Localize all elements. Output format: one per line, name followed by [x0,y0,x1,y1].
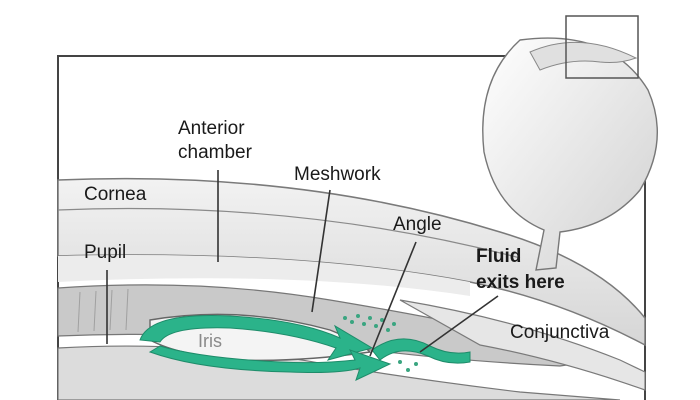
label-pupil: Pupil [84,242,127,263]
fluid-flow-lower [148,345,392,381]
label-angle: Angle [393,214,442,235]
label-fluid-exit-line1: Fluid [476,246,522,267]
label-fluid-exit-line2: exits here [476,272,565,293]
pointer-angle [369,241,417,357]
pointer-fluid-exit [419,295,499,353]
label-conjunctiva: Conjunctiva [510,322,610,343]
label-iris: Iris [198,331,222,351]
cornea-inner-line [57,207,521,259]
label-cornea: Cornea [84,184,147,205]
label-anterior-chamber-line2: chamber [178,142,252,163]
detail-frame [57,55,646,400]
anterior-chamber-shape [58,255,470,296]
meshwork-dots [343,314,418,372]
pointer-meshwork [311,189,331,313]
label-meshwork: Meshwork [294,164,381,185]
inset-zoom-box [565,15,639,79]
inset-globe [482,15,658,271]
fluid-flow-upper [139,315,374,361]
label-anterior-chamber-line1: Anterior [178,118,245,139]
